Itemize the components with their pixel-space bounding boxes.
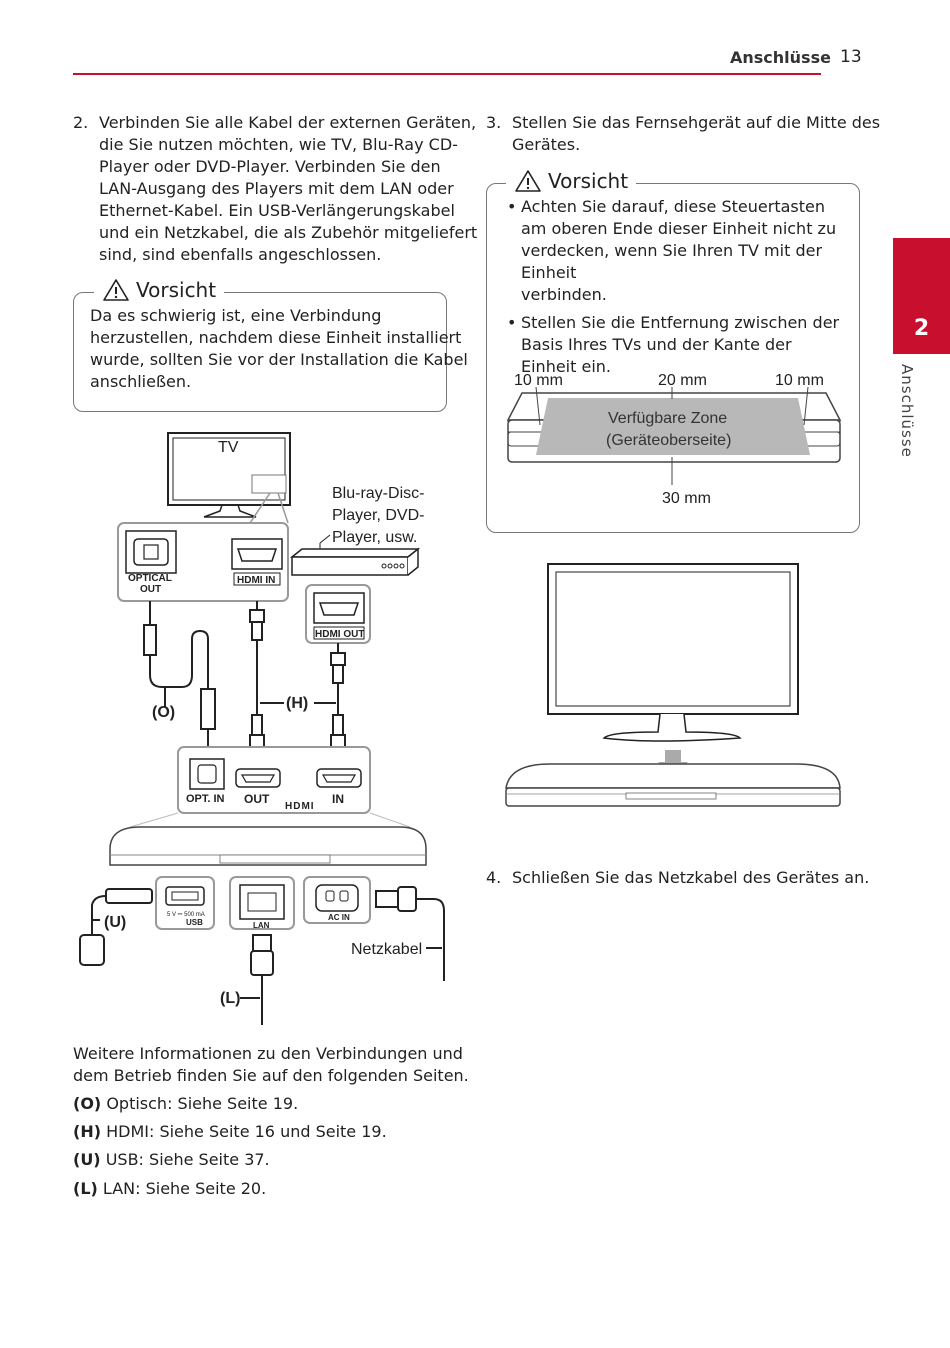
caution-line: Da es schwierig ist, eine Verbindung (90, 306, 382, 325)
label-o: (O) (152, 704, 175, 721)
usb-cable (79, 888, 153, 966)
optical-out-label-1: OPTICAL (128, 573, 172, 584)
step3-line: Gerätes. (512, 135, 581, 154)
reference-o: (O) Optisch: Siehe Seite 19. (73, 1093, 298, 1115)
zone-title: Verfügbare Zone (608, 410, 727, 427)
label-h: (H) (286, 695, 308, 712)
available-zone (536, 398, 810, 455)
reference-text: LAN: Siehe Seite 20. (97, 1179, 267, 1198)
player-label-2: Player, DVD- (332, 507, 424, 524)
more-info-line: Weitere Informationen zu den Verbindunge… (73, 1044, 463, 1063)
tv-on-soundbar-illustration (505, 563, 841, 807)
step3-text: Stellen Sie das Fernsehgerät auf die Mit… (512, 112, 880, 156)
opt-in-label: OPT. IN (186, 793, 225, 805)
step2-line: und ein Netzkabel, die als Zubehör mitge… (99, 223, 478, 242)
player-illustration (289, 534, 421, 644)
warning-icon (515, 170, 541, 192)
step3-line: Stellen Sie das Fernsehgerät auf die Mit… (512, 113, 881, 132)
in-label: IN (332, 792, 344, 806)
bullet-line: Basis Ihres TVs und der Kante der Einhei… (521, 335, 792, 376)
header-rule (73, 73, 821, 75)
caution-box-left (73, 292, 447, 412)
soundbar-illustration (109, 812, 427, 866)
netzkabel-label: Netzkabel (351, 941, 422, 958)
usb-spec-label: 5 V ⎓ 500 mA (167, 912, 205, 918)
caution-bullet: Achten Sie darauf, diese Steuertasten am… (507, 196, 852, 306)
tv-ports-panel (117, 492, 289, 602)
zone-diagram: 10 mm 20 mm 10 mm Verfügbare Zone (Gerät… (506, 372, 842, 507)
step2-line: Player oder DVD-Player. Verbinden Sie de… (99, 157, 441, 176)
dim-left: 10 mm (514, 372, 563, 389)
optical-out-label-2: OUT (140, 584, 161, 595)
label-l: (L) (220, 990, 240, 1007)
step2-line: Verbinden Sie alle Kabel der externen Ge… (99, 113, 477, 132)
step4-number: 4. (486, 868, 502, 887)
cables (143, 601, 346, 755)
step2-line: LAN-Ausgang des Players mit dem LAN oder (99, 179, 454, 198)
label-u: (U) (104, 914, 126, 931)
caution-header-left: Vorsicht (94, 278, 225, 302)
reference-text: Optisch: Siehe Seite 19. (101, 1094, 299, 1113)
step2-line: sind, sind ebenfalls angeschlossen. (99, 245, 382, 264)
step2-text: Verbinden Sie alle Kabel der externen Ge… (99, 112, 477, 266)
reference-text: USB: Siehe Seite 37. (100, 1150, 270, 1169)
step4-text: Schließen Sie das Netzkabel des Gerätes … (512, 868, 870, 887)
chapter-tab (893, 238, 950, 354)
caution-line: anschließen. (90, 372, 192, 391)
caution-line: herzustellen, nachdem diese Einheit inst… (90, 328, 462, 347)
reference-text: HDMI: Siehe Seite 16 und Seite 19. (101, 1122, 387, 1141)
step2-number: 2. (73, 113, 89, 132)
dim-right: 10 mm (775, 372, 824, 389)
lan-cable (240, 934, 274, 1025)
player-label-3: Player, usw. (332, 529, 417, 546)
bottom-ports (155, 876, 371, 930)
zone-subtitle: (Geräteoberseite) (606, 432, 731, 449)
reference-h: (H) HDMI: Siehe Seite 16 und Seite 19. (73, 1121, 387, 1143)
player-label-1: Blu-ray-Disc- (332, 485, 424, 502)
more-info-text: Weitere Informationen zu den Verbindunge… (73, 1043, 469, 1087)
dim-bottom: 30 mm (662, 490, 711, 507)
chapter-label: Anschlüsse (898, 364, 916, 458)
reference-u: (U) USB: Siehe Seite 37. (73, 1149, 270, 1171)
hdmi-logo: HDMI (285, 801, 315, 812)
caution-text-left: Da es schwierig ist, eine Verbindung her… (90, 305, 468, 393)
reference-key: (O) (73, 1094, 102, 1113)
hdmi-in-tv-label: HDMI IN (237, 575, 275, 586)
hdmi-out-player-label: HDMI OUT (315, 629, 364, 640)
step2-line: die Sie nutzen möchten, wie TV, Blu-Ray … (99, 135, 458, 154)
bullet-line: verbinden. (521, 285, 607, 304)
bullet-line: verdecken, wenn Sie Ihren TV mit der Ein… (521, 241, 823, 282)
caution-line: wurde, sollten Sie vor der Installation … (90, 350, 468, 369)
header-section-title: Anschlüsse (730, 48, 831, 67)
caution-bullets-right: Achten Sie darauf, diese Steuertasten am… (507, 196, 852, 378)
more-info-line: dem Betrieb finden Sie auf den folgenden… (73, 1066, 469, 1085)
reference-l: (L) LAN: Siehe Seite 20. (73, 1178, 266, 1200)
caution-title-right: Vorsicht (548, 169, 629, 193)
reference-key: (L) (73, 1179, 98, 1198)
chapter-number: 2 (913, 316, 930, 341)
reference-key: (U) (73, 1150, 101, 1169)
lan-label: LAN (253, 921, 270, 930)
ac-in-label: AC IN (328, 913, 350, 922)
bullet-line: am oberen Ende dieser Einheit nicht zu (521, 219, 837, 238)
dim-mid: 20 mm (658, 372, 707, 389)
step3-number: 3. (486, 113, 502, 132)
caution-bullet: Stellen Sie die Entfernung zwischen der … (507, 312, 852, 378)
caution-header-right: Vorsicht (506, 169, 637, 193)
warning-icon (103, 279, 129, 301)
unit-ports-panel (177, 746, 371, 814)
out-label: OUT (244, 792, 270, 806)
bullet-line: Achten Sie darauf, diese Steuertasten (521, 197, 825, 216)
bullet-line: Stellen Sie die Entfernung zwischen der (521, 313, 840, 332)
reference-key: (H) (73, 1122, 102, 1141)
tv-label: TV (218, 439, 239, 456)
connection-diagram: TV OPTICAL OUT HDMI IN Blu-ray-Disc- Pla… (79, 432, 445, 1025)
usb-label: USB (186, 918, 203, 927)
power-cable (375, 886, 445, 981)
page-number: 13 (840, 47, 862, 67)
step2-line: Ethernet-Kabel. Ein USB-Verlängerungskab… (99, 201, 455, 220)
caution-title-left: Vorsicht (136, 278, 217, 302)
